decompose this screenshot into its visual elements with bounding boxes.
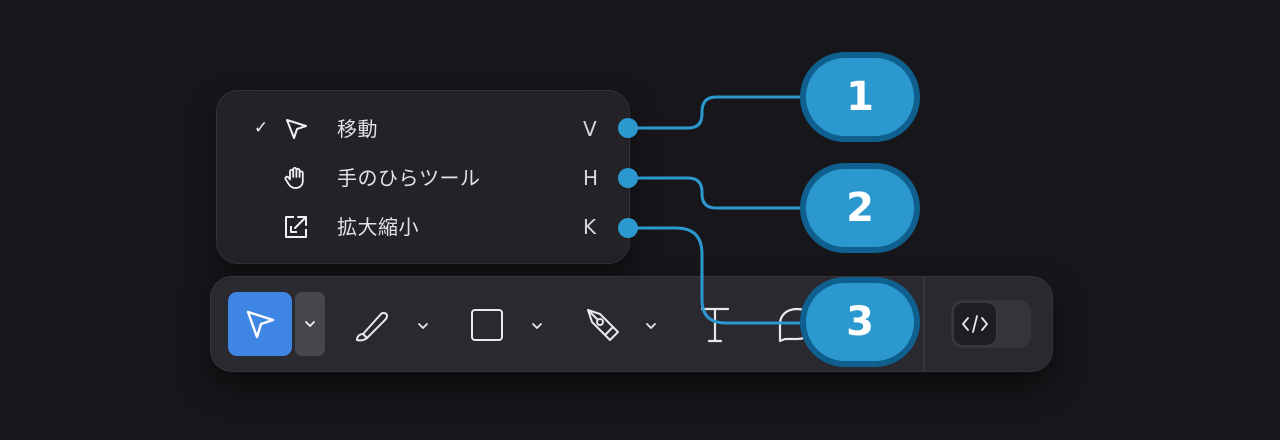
menu-item-label: 拡大縮小 <box>337 215 419 239</box>
toolbar-divider <box>923 277 925 371</box>
dev-mode-toggle[interactable] <box>951 300 1031 348</box>
chevron-down-icon[interactable] <box>416 320 430 332</box>
code-icon <box>962 315 988 333</box>
checkmark-icon: ✓ <box>253 118 269 138</box>
menu-item-label: 移動 <box>337 117 378 141</box>
menu-item-hand-tool[interactable]: 手のひらツール H <box>217 157 629 201</box>
move-tool-button[interactable] <box>228 292 292 356</box>
square-icon[interactable] <box>469 307 505 343</box>
hand-icon <box>284 167 304 189</box>
chevron-down-icon[interactable] <box>530 320 544 332</box>
checkmark-icon <box>251 167 271 187</box>
pen-nib-icon[interactable] <box>583 305 623 345</box>
shortcut-key: V <box>583 117 597 141</box>
move-tool-dropdown[interactable] <box>295 292 325 356</box>
chevron-down-icon[interactable] <box>644 320 658 332</box>
callout-badge-1: 1 <box>800 52 920 142</box>
toggle-knob <box>953 302 997 346</box>
menu-item-move[interactable]: ✓ 移動 V <box>217 108 629 152</box>
tool-dropdown-menu: ✓ 移動 V 手のひらツール H 拡大縮小 K <box>216 90 630 264</box>
checkmark-icon <box>251 216 271 236</box>
menu-item-label: 手のひらツール <box>337 166 481 190</box>
shortcut-key: H <box>583 166 599 190</box>
bottom-toolbar <box>210 276 1053 372</box>
chevron-down-icon <box>305 321 315 327</box>
text-icon[interactable] <box>697 306 733 344</box>
scale-icon <box>285 216 307 238</box>
callout-badge-3: 3 <box>800 277 920 367</box>
brush-icon[interactable] <box>351 306 393 344</box>
cursor-arrow-icon <box>246 310 275 339</box>
cursor-arrow-icon <box>286 119 307 139</box>
menu-item-scale[interactable]: 拡大縮小 K <box>217 206 629 250</box>
callout-badge-2: 2 <box>800 163 920 253</box>
shortcut-key: K <box>583 215 597 239</box>
